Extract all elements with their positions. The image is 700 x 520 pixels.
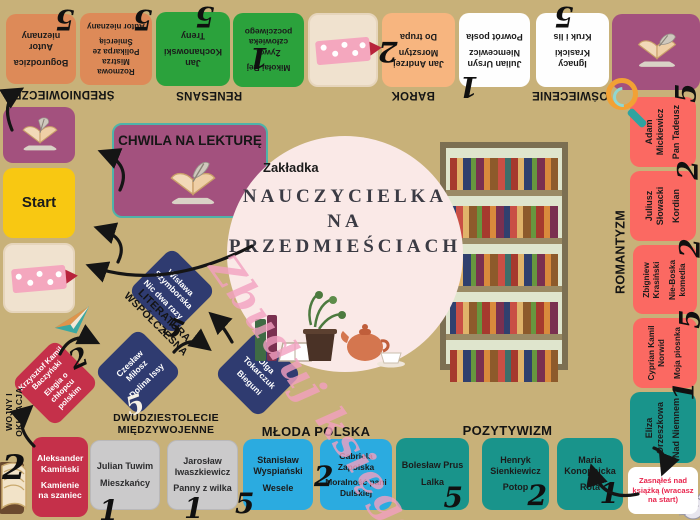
open-book-icon (637, 33, 677, 67)
label-romantyzm: ROMANTYZM (613, 210, 628, 294)
label-mloda-polska: MŁODA POLSKA (261, 424, 371, 439)
title-line: NA (327, 211, 363, 232)
tile-number: 2 (2, 448, 26, 488)
tile-book-left[interactable] (3, 107, 75, 163)
tile-start[interactable]: Start (3, 168, 75, 238)
label-wojny-okupacja: WOJNY I OKUPACJA (4, 387, 24, 437)
label-dwudziestolecie: DWUDZIESTOLECIE MIĘDZYWOJENNE (113, 412, 219, 436)
bookmark-icon (11, 264, 79, 294)
open-book-corner-icon (0, 462, 27, 514)
bookmark-icon (315, 36, 383, 66)
penalty-note[interactable]: Zasnąłeś nad książką (wracasz na start) (628, 467, 698, 514)
title-line: PRZEDMIEŚCIACH (228, 236, 462, 257)
arrow-bookmark-to-start (93, 222, 123, 264)
arrow-tokarczuk-to-szymborska (208, 311, 234, 344)
tile-bookmark-top[interactable] (308, 13, 383, 87)
title-line: NAUCZYCIELKA (242, 186, 448, 207)
label-renesans: RENESANS (175, 89, 243, 101)
label-barok: BAROK (391, 89, 435, 101)
open-book-icon (170, 161, 216, 205)
tile-bookmark-left[interactable] (3, 243, 79, 313)
open-book-icon (22, 117, 58, 151)
banner-label: CHWILA NA LEKTURĘ (118, 133, 262, 148)
start-label: Start (21, 193, 57, 211)
title-kicker: Zakładka (263, 160, 319, 175)
title-circle: Zakładka NAUCZYCIELKA NA PRZEDMIEŚCIACH (227, 136, 463, 372)
label-pozytywizm: POZYTYWIZM (462, 423, 553, 438)
magnifier-icon (606, 78, 648, 129)
label-oswiecenie: OŚWIECENIE (531, 89, 609, 101)
label-sredniowiecze: ŚREDNIOWIECZE (13, 88, 115, 100)
